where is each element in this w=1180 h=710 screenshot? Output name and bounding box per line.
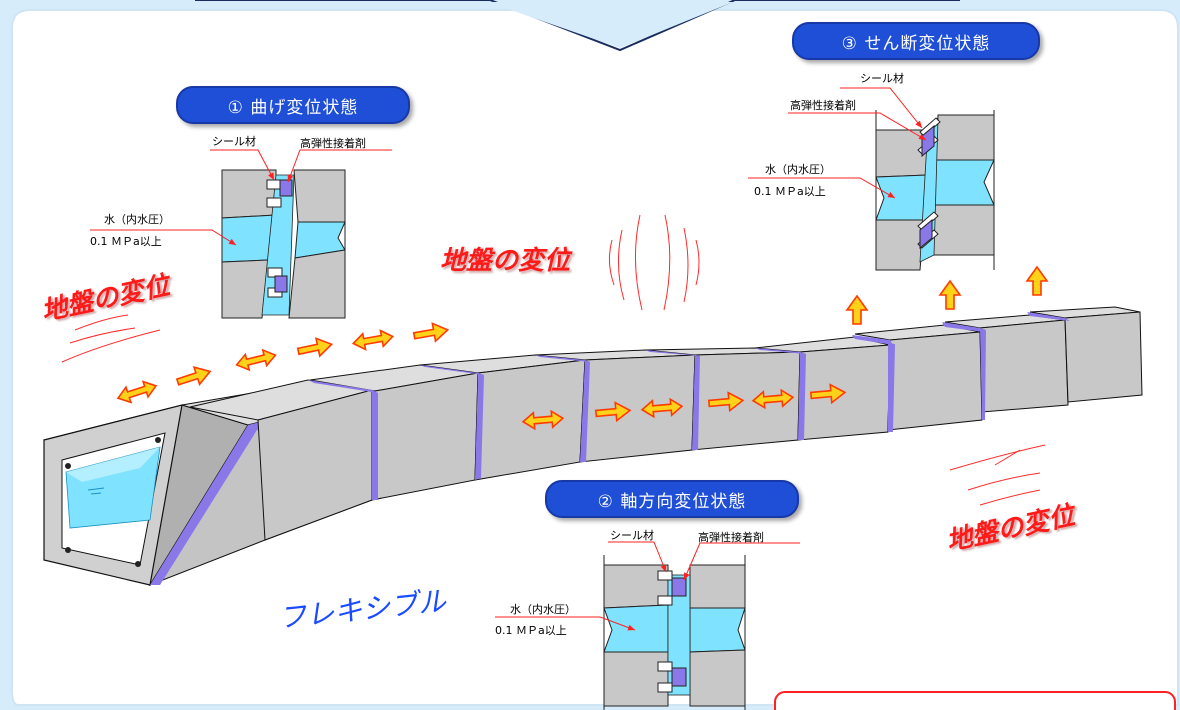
pressure-label-3: 0.1 ＭＰa以上 <box>754 185 826 198</box>
adhesive-label-2: 高弾性接着剤 <box>698 531 764 544</box>
adhesive-label-3: 高弾性接着剤 <box>790 99 856 112</box>
ground-label-center: 地盤の変位 <box>440 246 571 276</box>
water-label-2: 水（内水圧） <box>510 603 576 616</box>
pressure-label-2: 0.1 ＭＰa以上 <box>495 624 567 637</box>
water-label-3: 水（内水圧） <box>765 163 831 176</box>
detail-shear <box>748 87 995 271</box>
ground-lines <box>61 314 1046 506</box>
tunnel-body <box>189 306 1143 541</box>
seal-label-2: シール材 <box>610 529 654 542</box>
adhesive-label-1: 高弾性接着剤 <box>300 137 366 150</box>
pressure-label-1: 0.1 ＭＰa以上 <box>90 235 162 248</box>
state1-pill: ① 曲げ変位状態 <box>176 86 410 124</box>
state3-pill: ③ せん断変位状態 <box>792 22 1040 60</box>
detail-axial <box>495 541 800 710</box>
state2-pill: ② 軸方向変位状態 <box>545 480 799 518</box>
vibration-marks <box>608 214 700 311</box>
detail-bending <box>90 149 392 319</box>
seal-label-1: シール材 <box>212 135 256 148</box>
top-notch <box>195 0 960 52</box>
seal-label-3: シール材 <box>860 72 904 85</box>
note-box <box>774 691 1176 710</box>
joint-bands <box>308 312 1070 500</box>
water-label-1: 水（内水圧） <box>104 213 170 226</box>
